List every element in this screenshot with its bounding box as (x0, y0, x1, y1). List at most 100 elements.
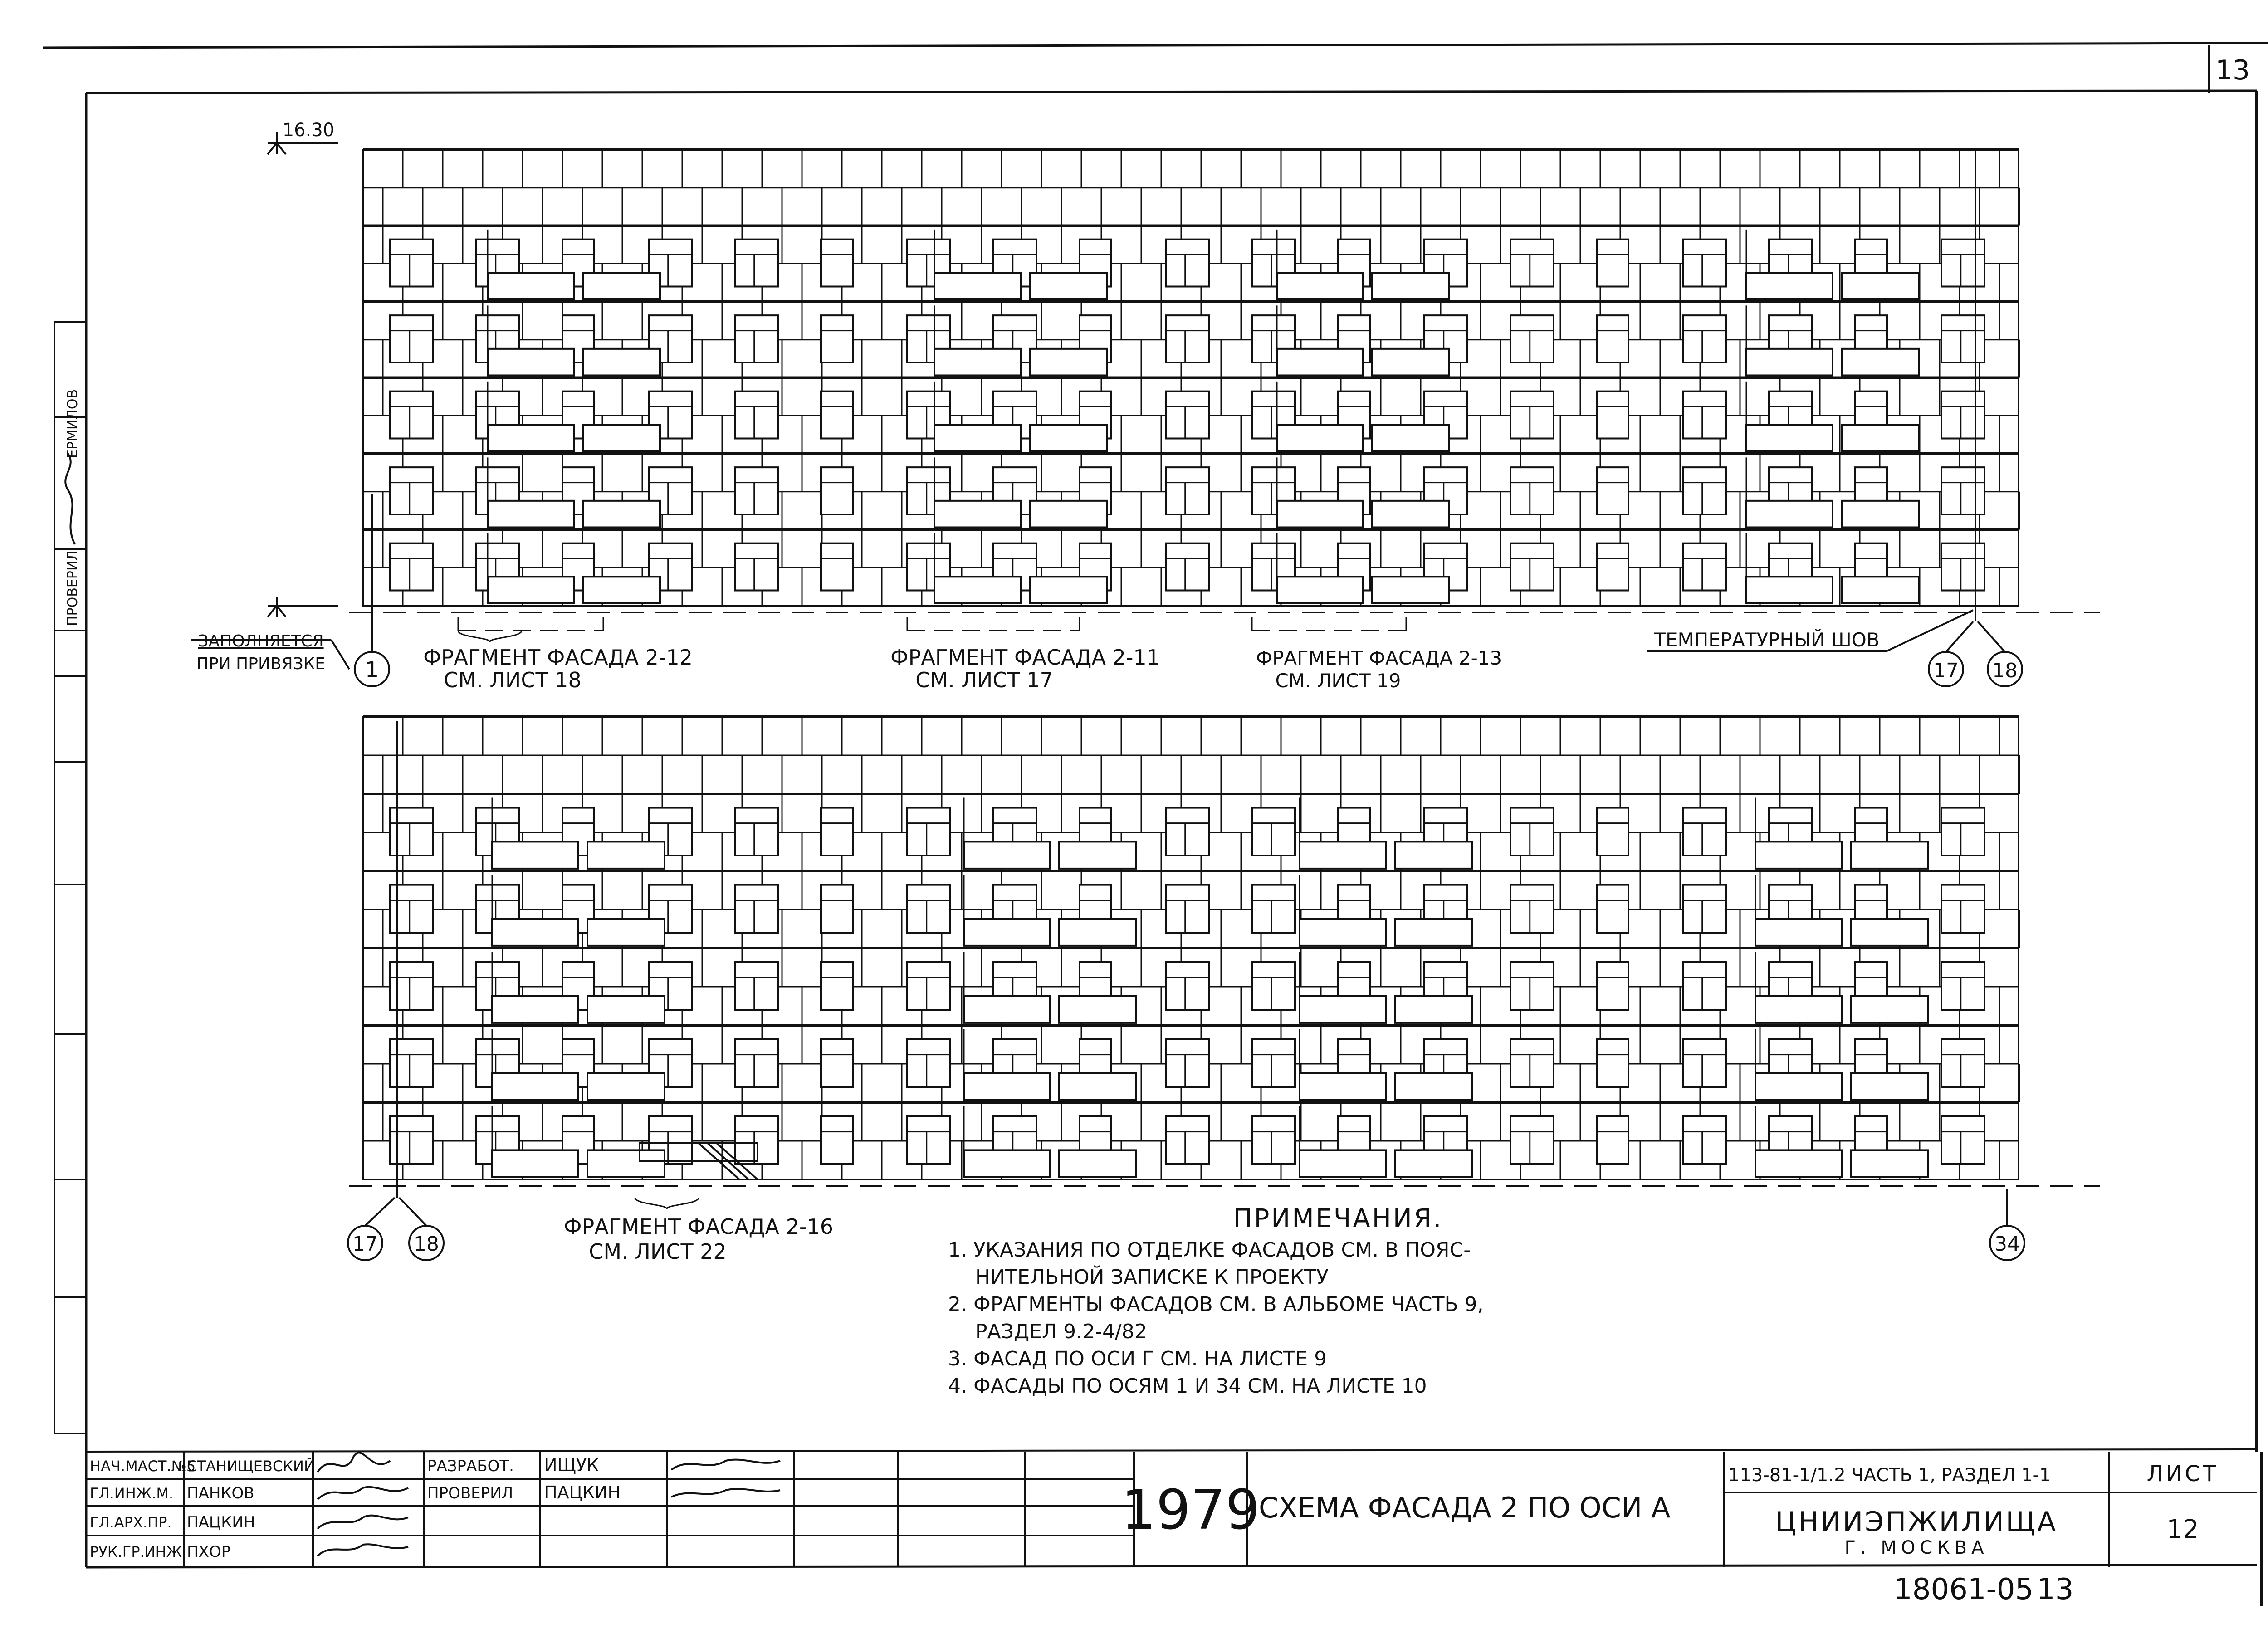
window (820, 466, 854, 516)
balcony (1029, 272, 1108, 300)
balcony (487, 347, 575, 377)
temperature-joint-label: ТЕМПЕРАТУРНЫЙ ШОВ (1653, 628, 1879, 651)
window (1510, 884, 1554, 934)
window (734, 542, 779, 592)
window (1165, 1038, 1210, 1088)
window (906, 807, 951, 856)
window (820, 390, 854, 440)
window (1510, 1115, 1554, 1165)
balcony (1850, 1072, 1929, 1101)
bottom-code: 18061-05 (1894, 1573, 2033, 1606)
tb-sheet-label: ЛИСТ (2147, 1461, 2219, 1487)
fragment-2-12-title: ФРАГМЕНТ ФАСАДА 2-12 (423, 645, 693, 670)
balcony (963, 995, 1051, 1024)
fragment-2-16-title: ФРАГМЕНТ ФАСАДА 2-16 (564, 1214, 833, 1239)
notes-line-1: 1. УКАЗАНИЯ ПО ОТДЕЛКЕ ФАСАДОВ СМ. В ПОЯ… (948, 1238, 1471, 1262)
window (1682, 1115, 1727, 1165)
window (1510, 466, 1554, 516)
window (734, 1038, 779, 1088)
fragment-2-12-sheet: СМ. ЛИСТ 18 (444, 668, 581, 692)
balcony (587, 918, 665, 947)
balcony (1299, 918, 1387, 947)
window (1941, 1038, 1985, 1088)
tb-name-2: ПАНКОВ (187, 1484, 254, 1502)
tb-role-2: ГЛ.ИНЖ.М. (90, 1485, 173, 1502)
balcony (1850, 1149, 1929, 1178)
fragment-2-11-sheet: СМ. ЛИСТ 17 (915, 668, 1053, 692)
balcony (1745, 272, 1833, 300)
window (1596, 390, 1629, 440)
window (1251, 807, 1296, 856)
balcony (1850, 841, 1929, 870)
window (1682, 314, 1727, 364)
balcony (1029, 347, 1108, 377)
balcony (934, 576, 1022, 604)
window (820, 314, 854, 364)
window (1165, 542, 1210, 592)
balcony (1755, 1149, 1843, 1178)
window (820, 238, 854, 288)
balcony (1850, 918, 1929, 947)
upper-annotations (191, 150, 2023, 687)
title-block-grid (86, 1448, 2257, 1567)
balcony (582, 347, 661, 377)
window (1682, 961, 1727, 1011)
window (389, 314, 434, 364)
window (1165, 390, 1210, 440)
window (820, 961, 854, 1011)
fragment-2-16-sheet: СМ. ЛИСТ 22 (589, 1239, 726, 1264)
balcony (1058, 1072, 1137, 1101)
balcony (1371, 272, 1450, 300)
tb-name2-1: ИЩУК (544, 1455, 599, 1475)
window (1510, 238, 1554, 288)
balcony (1850, 995, 1929, 1024)
window (906, 884, 951, 934)
balcony (1371, 499, 1450, 528)
balcony (1058, 1149, 1137, 1178)
window (1165, 238, 1210, 288)
note-fill-line-1: ЗАПОЛНЯЕТСЯ (198, 632, 323, 651)
balcony (1755, 995, 1843, 1024)
window (389, 466, 434, 516)
window (906, 961, 951, 1011)
notes-line-5: 3. ФАСАД ПО ОСИ Г СМ. НА ЛИСТЕ 9 (948, 1347, 1327, 1370)
window (1682, 466, 1727, 516)
balcony (934, 272, 1022, 300)
window (734, 807, 779, 856)
axis-label-18-lower: 18 (414, 1233, 439, 1256)
balcony (1371, 576, 1450, 604)
axis-label-17-upper: 17 (1933, 659, 1959, 682)
window (1596, 807, 1629, 856)
window (906, 314, 951, 364)
balcony (1299, 995, 1387, 1024)
balcony (934, 499, 1022, 528)
window (389, 238, 434, 288)
window (1596, 1038, 1629, 1088)
balcony (491, 918, 579, 947)
balcony (1058, 841, 1137, 870)
side-stamp-signature (64, 453, 76, 545)
balcony (487, 576, 575, 604)
fragment-2-13-title: ФРАГМЕНТ ФАСАДА 2-13 (1256, 647, 1502, 669)
balcony (1058, 995, 1137, 1024)
window (734, 390, 779, 440)
tb-name-3: ПАЦКИН (187, 1513, 255, 1531)
balcony (1841, 272, 1920, 300)
balcony (587, 1072, 665, 1101)
balcony (1276, 272, 1364, 300)
lower-facade (349, 715, 2100, 1187)
window (1941, 314, 1985, 364)
side-stamp-name: ЕРМИЛОВ (65, 389, 81, 458)
balcony (582, 499, 661, 528)
window (1941, 1115, 1985, 1165)
balcony (491, 841, 579, 870)
balcony (1755, 1072, 1843, 1101)
balcony (582, 424, 661, 452)
notes-line-4: РАЗДЕЛ 9.2-4/82 (975, 1320, 1147, 1343)
window (820, 884, 854, 934)
window (1596, 884, 1629, 934)
balcony (1029, 499, 1108, 528)
window (1941, 466, 1985, 516)
balcony (1841, 499, 1920, 528)
tb-role-1: НАЧ.МАСТ.№5 (90, 1458, 196, 1475)
